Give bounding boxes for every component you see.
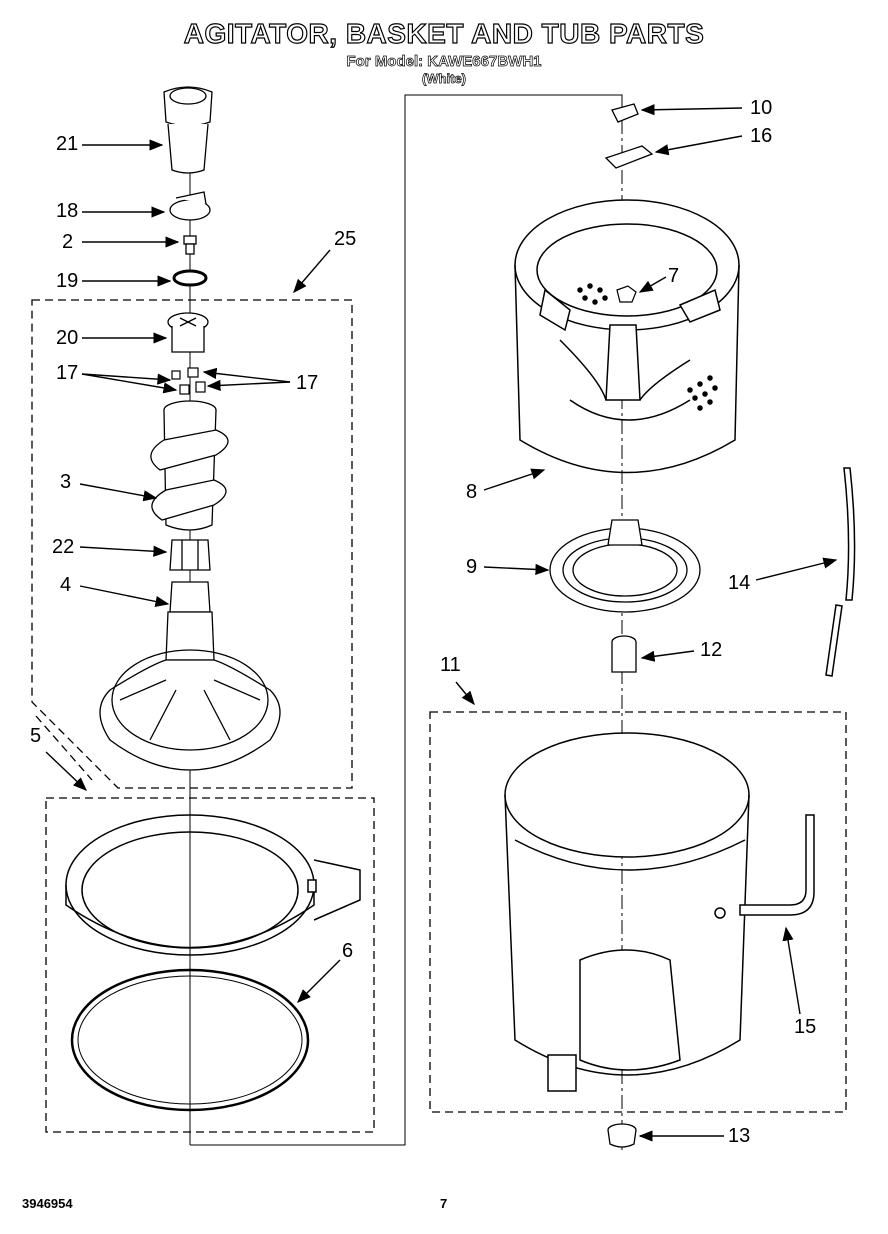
group-box-outer-tub <box>429 711 847 1113</box>
part-22-clutch <box>169 539 211 571</box>
part-14-hose <box>825 467 856 677</box>
callout-10: 10 <box>750 97 773 119</box>
callout-3: 3 <box>60 471 72 493</box>
callout-19: 19 <box>56 270 79 292</box>
part-20-cam-drive <box>167 312 209 353</box>
part-2-bolt <box>183 235 197 255</box>
part-5-tub-ring <box>65 814 361 956</box>
part-13-seal <box>607 1123 637 1148</box>
callout-2: 2 <box>62 231 74 253</box>
document-number: 3946954 <box>22 1196 73 1211</box>
callout-5: 5 <box>30 725 42 747</box>
callout-21: 21 <box>56 133 79 155</box>
part-21-agitator-cap <box>163 86 213 174</box>
part-3-agitator-auger <box>150 400 229 531</box>
callout-12: 12 <box>700 639 723 661</box>
connector-line <box>190 94 623 1146</box>
part-11-outer-tub <box>504 732 750 1092</box>
callout-16: 16 <box>750 125 773 147</box>
callout-15: 15 <box>794 1016 817 1038</box>
part-19-seal <box>172 269 208 287</box>
callout-20: 20 <box>56 327 79 349</box>
callout-11: 11 <box>440 654 461 676</box>
group-box-tub-ring <box>45 797 375 1133</box>
page-title: AGITATOR, BASKET AND TUB PARTS <box>183 17 705 49</box>
part-10-nut <box>611 103 639 123</box>
part-18-cam <box>169 191 211 221</box>
part-8-basket <box>514 199 740 474</box>
callout-6: 6 <box>342 940 354 962</box>
callout-8: 8 <box>466 481 478 503</box>
part-15-hose <box>739 814 815 916</box>
callout-13: 13 <box>728 1125 751 1147</box>
model-subtitle: For Model: KAWE667BWH1 <box>346 53 542 71</box>
callout-17-left: 17 <box>56 362 79 384</box>
part-16-seal <box>604 145 654 169</box>
callout-14: 14 <box>728 572 751 594</box>
callout-4: 4 <box>60 574 72 596</box>
page-number: 7 <box>440 1196 448 1211</box>
part-4-agitator-base <box>99 581 281 771</box>
part-7-hub-nut <box>616 285 637 303</box>
part-9-basket-hub <box>549 519 701 613</box>
callout-18: 18 <box>56 200 79 222</box>
color-subtitle: (White) <box>421 71 467 87</box>
callout-22: 22 <box>52 536 75 558</box>
part-6-hoop <box>70 968 310 1112</box>
callout-25: 25 <box>334 228 357 250</box>
callout-7: 7 <box>668 265 680 287</box>
callout-17-right: 17 <box>296 372 319 394</box>
part-17-dogs <box>171 367 206 395</box>
callout-9: 9 <box>466 556 478 578</box>
part-12-drive-block <box>611 635 637 673</box>
group-box-agitator-diag <box>35 715 93 781</box>
group-box-agitator <box>31 299 353 789</box>
